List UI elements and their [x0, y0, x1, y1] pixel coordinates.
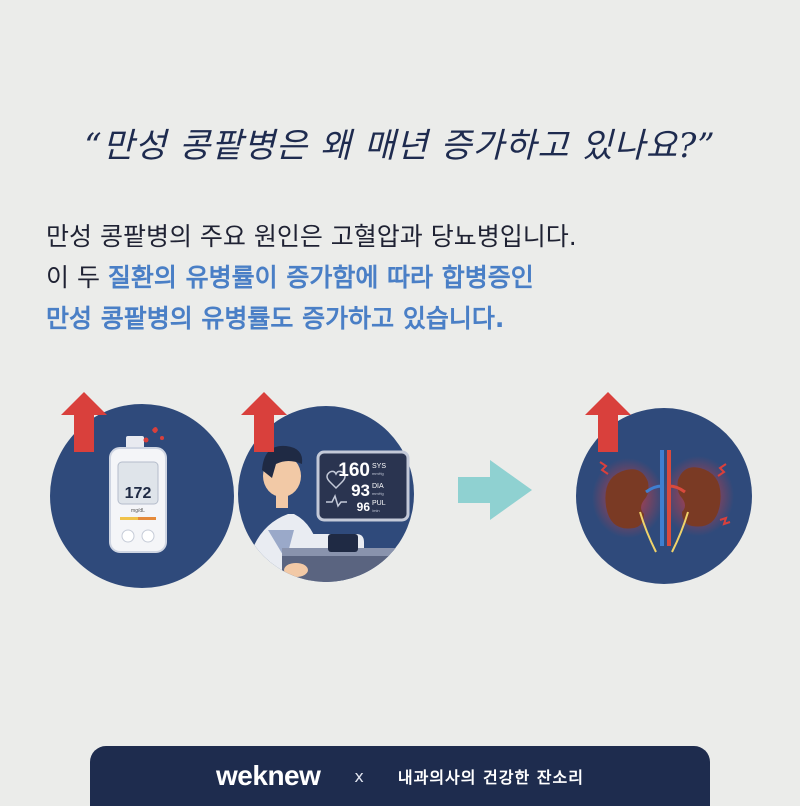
right-arrow-icon [458, 460, 532, 520]
body-line-1: 만성 콩팥병의 주요 원인은 고혈압과 당뇨병입니다. [46, 222, 577, 251]
blood-pressure-monitor-icon: 160 SYS mmHg 93 DIA mmHg 96 PUL /min [316, 450, 410, 522]
dia-unit: mmHg [372, 491, 384, 496]
footer-bar: weknew x 내과의사의 건강한 잔소리 [90, 746, 710, 806]
dia-value: 93 [351, 481, 370, 500]
body-line-3: 만성 콩팥병의 유병률도 증가하고 있습니다. [46, 304, 505, 333]
illustration-row: 172 mg/dL [50, 392, 752, 588]
kidneys-icon [592, 450, 734, 553]
glucose-reading: 172 [125, 485, 152, 502]
up-arrow-icon [585, 392, 631, 452]
glucose-panel: 172 mg/dL [50, 392, 234, 588]
body-line-2-highlight: 질환의 유병률이 증가함에 따라 합병증인 [107, 263, 534, 292]
sys-value: 160 [338, 460, 370, 481]
footer-slogan: 내과의사의 건강한 잔소리 [397, 768, 584, 787]
kidney-panel [576, 392, 752, 584]
sys-label: SYS [372, 463, 386, 470]
up-arrow-icon [61, 392, 107, 452]
glucose-unit: mg/dL [131, 508, 145, 514]
footer-separator: x [354, 766, 364, 786]
brand-logo: weknew [216, 760, 321, 791]
sys-unit: mmHg [372, 471, 384, 476]
pul-value: 96 [357, 500, 371, 514]
glucose-meter-icon: 172 mg/dL [109, 427, 167, 553]
body-text: 만성 콩팥병의 주요 원인은 고혈압과 당뇨병입니다. 이 두 질환의 유병률이… [46, 216, 766, 339]
body-line-2-prefix: 이 두 [46, 263, 108, 292]
blood-pressure-panel: 160 SYS mmHg 93 DIA mmHg 96 PUL /min [238, 392, 414, 582]
dia-label: DIA [372, 483, 384, 490]
pul-label: PUL [372, 500, 386, 507]
up-arrow-icon [241, 392, 287, 452]
pul-unit: /min [372, 508, 380, 513]
page-title: “만성 콩팥병은 왜 매년 증가하고 있나요?” [84, 126, 716, 166]
body-line-2: 이 두 질환의 유병률이 증가함에 따라 합병증인 [46, 257, 766, 298]
